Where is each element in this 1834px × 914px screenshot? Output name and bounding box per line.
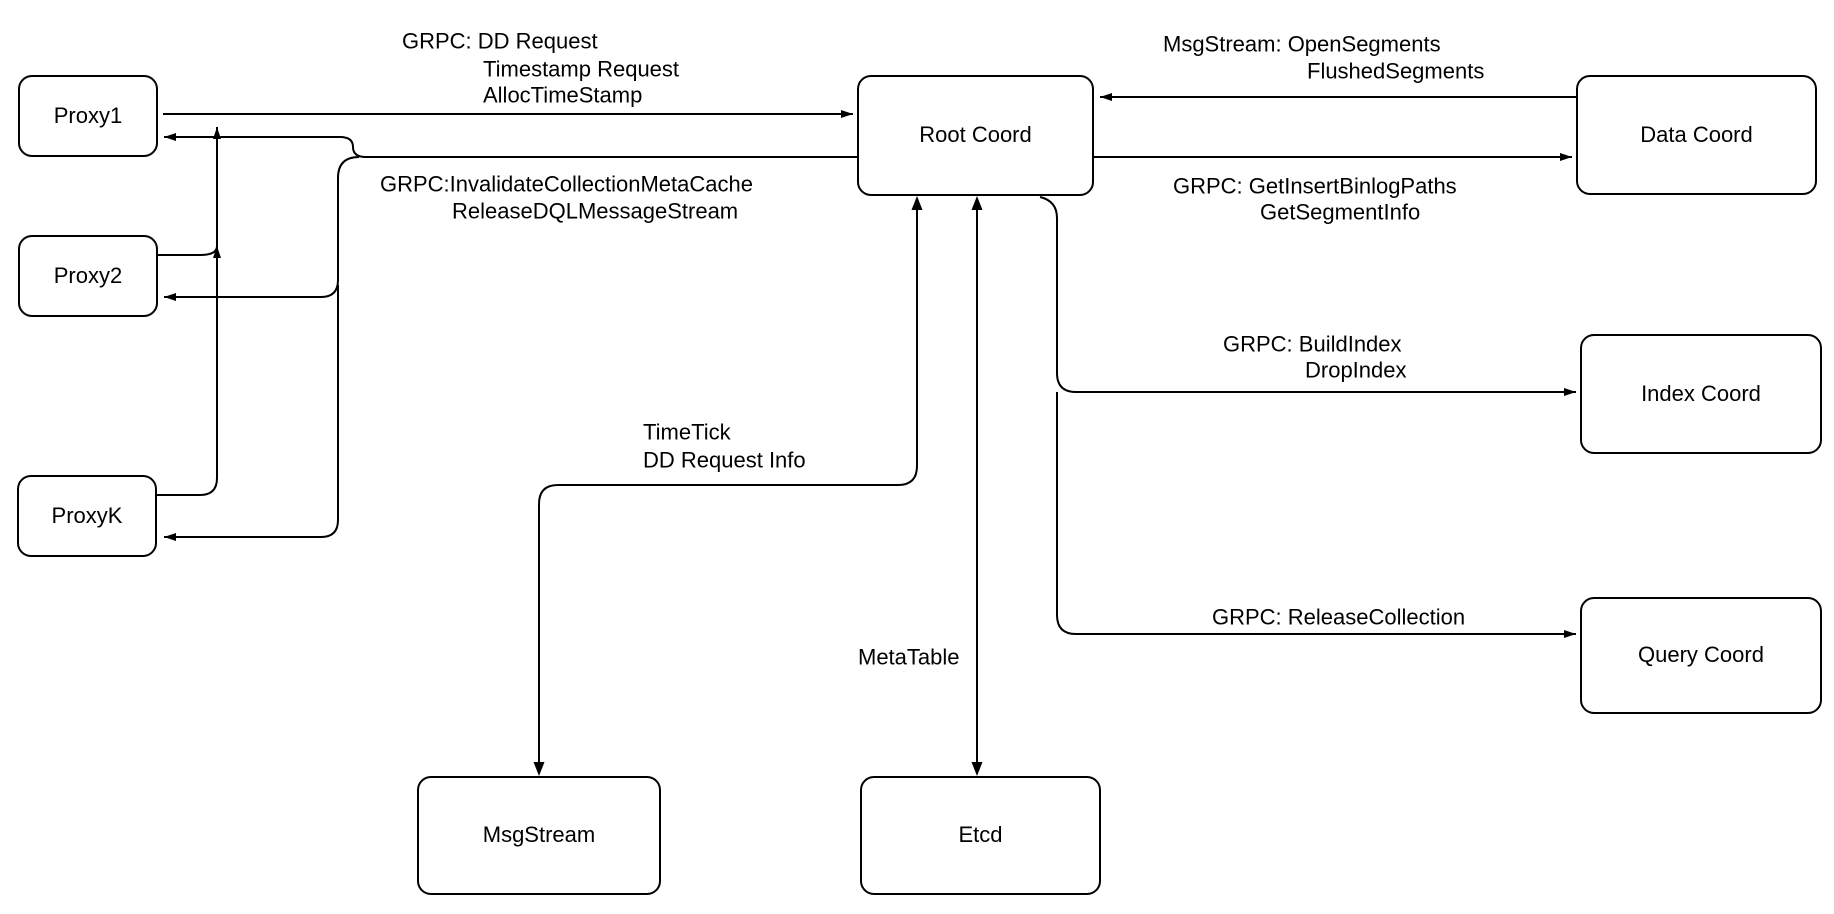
edge-label-getsegmentinfo: GetSegmentInfo — [1260, 199, 1421, 225]
edge-label-dropindex: DropIndex — [1305, 357, 1407, 383]
edge-rootcoord-to-proxyk-line — [164, 285, 339, 541]
edge-label-invalidate-collection-metacache: GRPC:InvalidateCollectionMetaCache — [380, 171, 753, 197]
node-proxyk-label: ProxyK — [51, 502, 123, 528]
node-root-coord-label: Root Coord — [919, 122, 1032, 148]
node-proxy2-label: Proxy2 — [53, 262, 123, 288]
arrowhead-down-into-etcd — [971, 762, 983, 776]
node-proxy1: Proxy1 — [18, 75, 158, 157]
edge-rootcoord-to-querycoord-line — [1056, 392, 1576, 638]
edge-label-alloctimestamp: AllocTimeStamp — [483, 82, 643, 108]
edge-proxy2-merge-line — [157, 245, 221, 259]
node-etcd: Etcd — [860, 776, 1101, 895]
arrowhead-down-into-msgstream — [533, 762, 545, 776]
edge-rootcoord-msgstream-line — [538, 209, 918, 763]
edge-label-dd-request-info: DD Request Info — [643, 447, 806, 473]
edge-label-grpc-dd-request: GRPC: DD Request — [402, 28, 598, 54]
node-index-coord: Index Coord — [1580, 334, 1822, 454]
edge-rootcoord-to-proxy1-line — [164, 133, 857, 158]
node-etcd-label: Etcd — [958, 822, 1003, 848]
node-index-coord-label: Index Coord — [1641, 380, 1761, 406]
node-query-coord-label: Query Coord — [1638, 642, 1764, 668]
node-msgstream-label: MsgStream — [482, 822, 596, 848]
edge-label-releasecollection: GRPC: ReleaseCollection — [1212, 604, 1466, 630]
edge-label-flushedsegments: FlushedSegments — [1307, 58, 1485, 84]
edge-label-buildindex: GRPC: BuildIndex — [1223, 331, 1402, 357]
edge-label-timetick: TimeTick — [643, 419, 731, 445]
edge-rootcoord-to-proxy2-line — [164, 156, 360, 301]
node-proxy1-label: Proxy1 — [53, 102, 123, 128]
edge-label-getinsertbinlogpaths: GRPC: GetInsertBinlogPaths — [1173, 173, 1457, 199]
edge-label-release-dql-messagestream: ReleaseDQLMessageStream — [452, 198, 739, 224]
arrowhead-up-into-rootcoord-msgstream — [911, 196, 923, 210]
node-query-coord: Query Coord — [1580, 597, 1822, 714]
edge-label-metatable: MetaTable — [858, 644, 960, 670]
arrowhead-up-into-rootcoord-etcd — [971, 196, 983, 210]
node-root-coord: Root Coord — [857, 75, 1094, 196]
node-data-coord-label: Data Coord — [1640, 121, 1753, 147]
node-proxy2: Proxy2 — [18, 235, 158, 317]
node-proxyk: ProxyK — [17, 475, 157, 557]
edge-label-timestamp-request: Timestamp Request — [483, 56, 680, 82]
edge-proxyk-merge-line — [157, 127, 221, 496]
edge-label-msgstream-opensegments: MsgStream: OpenSegments — [1163, 31, 1441, 57]
node-msgstream: MsgStream — [417, 776, 661, 895]
node-data-coord: Data Coord — [1576, 75, 1817, 195]
